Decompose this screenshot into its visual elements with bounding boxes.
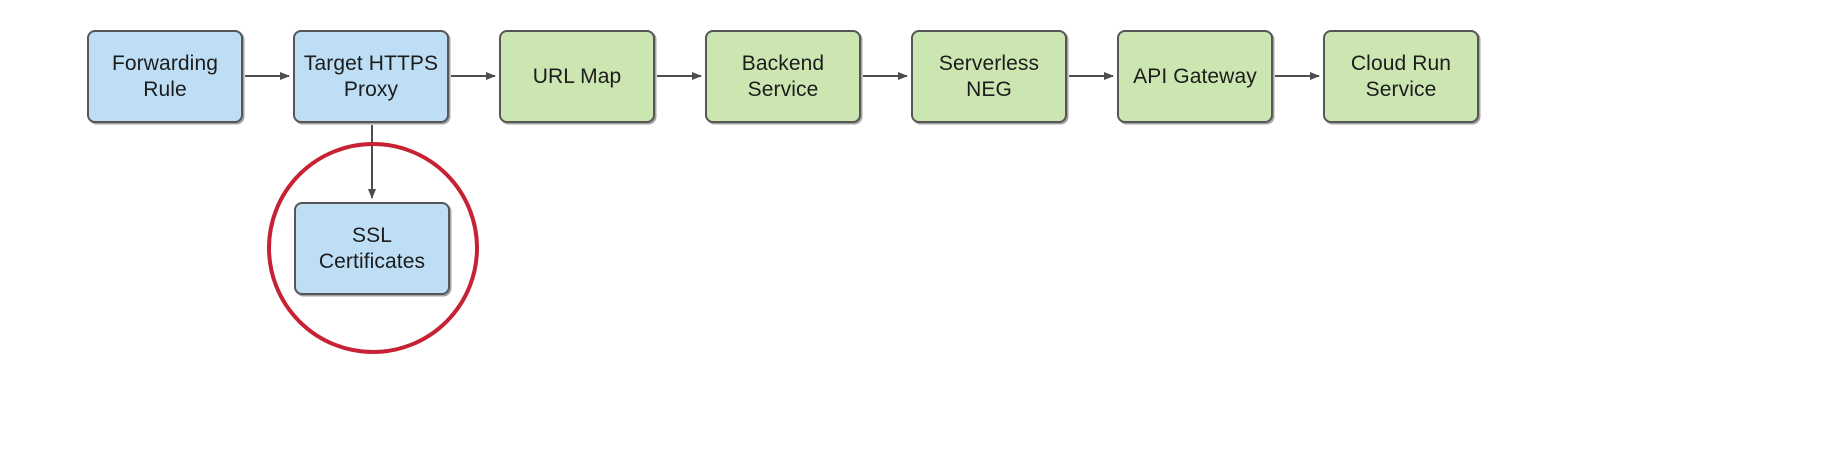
node-label-target-https-proxy: Target HTTPS Proxy: [303, 51, 439, 101]
node-label-cloud-run-service: Cloud Run Service: [1350, 51, 1452, 101]
node-api-gateway[interactable]: API Gateway: [1117, 30, 1273, 123]
node-forwarding-rule[interactable]: Forwarding Rule: [87, 30, 243, 123]
node-label-backend-service: Backend Service: [741, 51, 825, 101]
node-url-map[interactable]: URL Map: [499, 30, 655, 123]
node-label-serverless-neg: Serverless NEG: [938, 51, 1040, 101]
node-backend-service[interactable]: Backend Service: [705, 30, 861, 123]
node-cloud-run-service[interactable]: Cloud Run Service: [1323, 30, 1479, 123]
node-label-url-map: URL Map: [532, 64, 622, 88]
node-label-forwarding-rule: Forwarding Rule: [111, 51, 219, 101]
node-serverless-neg[interactable]: Serverless NEG: [911, 30, 1067, 123]
node-label-ssl-certificates: SSL Certificates: [318, 223, 426, 273]
node-label-api-gateway: API Gateway: [1133, 64, 1257, 88]
node-ssl-certificates[interactable]: SSL Certificates: [294, 202, 450, 295]
node-target-https-proxy[interactable]: Target HTTPS Proxy: [293, 30, 449, 123]
